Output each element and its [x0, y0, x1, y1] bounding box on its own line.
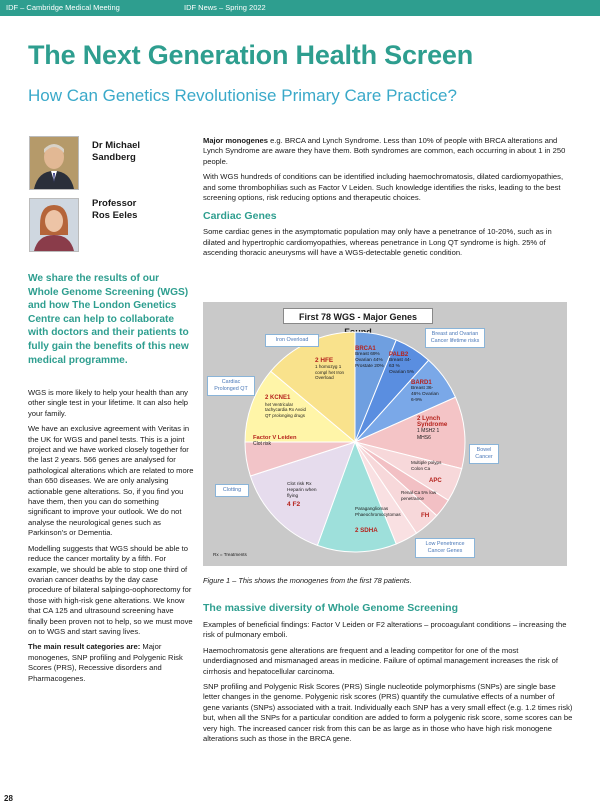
slice-label-f2: Clot risk Rx Heparin when flying 4 F2 — [287, 482, 317, 508]
figure-genes-chart: First 78 WGS - Major Genes Found BRCA1 B… — [203, 302, 567, 566]
slice-label-polyps: Multiple polyps Colon Ca — [411, 460, 442, 471]
cardiac-heading: Cardiac Genes — [203, 210, 277, 223]
page-title: The Next Generation Health Screen — [28, 40, 474, 70]
slice-label-kcne1: 2 KCNE1 het Ventricular tachycardia Rx A… — [265, 395, 306, 418]
diversity-paragraph: Examples of beneficial findings: Factor … — [203, 620, 567, 640]
callout-low-penetrance: Low Penetrence Cancer Genes — [415, 538, 475, 558]
diversity-paragraph: SNP profiling and Polygenic Risk Scores … — [203, 682, 573, 744]
header-left: IDF – Cambridge Medical Meeting — [6, 3, 120, 12]
diversity-heading: The massive diversity of Whole Genome Sc… — [203, 602, 458, 614]
left-paragraph: WGS is more likely to help your health t… — [28, 388, 188, 418]
figure-caption: Figure 1 – This shows the monogenes from… — [203, 576, 412, 585]
header-bar: IDF – Cambridge Medical Meeting IDF News… — [0, 0, 600, 16]
diversity-section: The massive diversity of Whole Genome Sc… — [203, 602, 573, 749]
wgs-conditions-paragraph: With WGS hundreds of conditions can be i… — [203, 172, 564, 203]
slice-label-brca1: BRCA1 Breast 69% Ovarian 44% Prostate 20… — [355, 346, 384, 369]
left-column: WGS is more likely to help your health t… — [28, 388, 194, 689]
slice-label-fh: FH — [421, 512, 430, 519]
callout-clotting: Clotting — [215, 484, 249, 497]
slice-label-renal: Renal Ca 5% low penetrance — [401, 490, 437, 501]
right-column-top: Major monogenes e.g. BRCA and Lynch Synd… — [203, 136, 573, 264]
page-subtitle: How Can Genetics Revolutionise Primary C… — [28, 86, 457, 105]
callout-bowel: Bowel Cancer — [469, 444, 499, 464]
slice-label-lynch: 2 Lynch Syndrome 1 MSH2 1 MHS6 — [417, 415, 448, 441]
callout-breast-ovarian: Breast and Ovarian Cancer lifetime risks — [425, 328, 485, 348]
pie-slice-kcne1 — [244, 370, 357, 443]
cardiac-paragraph: Some cardiac genes in the asymptomatic p… — [203, 227, 552, 258]
slice-label-factor-v: Factor V Leiden Clot risk — [253, 435, 297, 448]
pie-slice-sdha — [316, 440, 397, 553]
author-portrait-sandberg — [29, 136, 79, 190]
slice-label-hfe: 2 HFE 1 homozyg 1 compl het Iron Overloa… — [315, 357, 345, 381]
slice-label-palb2: PALB2 Breast 44-63 % Ovarian 5% — [389, 352, 415, 375]
intro-text: We share the results of our Whole Genome… — [28, 273, 189, 366]
slice-label-sdha: Paragangliomas Phaeochromocytomas 2 SDHA — [355, 506, 401, 534]
left-paragraph: Modelling suggests that WGS should be ab… — [28, 543, 193, 636]
page-number: 28 — [4, 794, 13, 803]
slice-label-apc: APC — [429, 478, 442, 484]
author-portrait-eeles — [29, 198, 79, 252]
left-paragraph: We have an exclusive agreement with Veri… — [28, 424, 194, 538]
pie-slice-lynch — [353, 396, 466, 470]
slice-label-bard1: BARD1 Breast 36-46% Ovarian 6-9% — [411, 380, 439, 403]
callout-cardiac: Cardiac Prolonged QT — [207, 376, 255, 396]
result-categories: The main result categories are: Major mo… — [28, 642, 183, 683]
chart-footnote: Rx = Treatments — [213, 552, 247, 557]
callout-iron-overload: Iron Overload — [265, 334, 319, 347]
header-right: IDF News – Spring 2022 — [184, 3, 266, 12]
author-name-sandberg: Dr Michael Sandberg — [92, 140, 141, 163]
pie-chart — [244, 331, 466, 553]
monogenes-paragraph: Major monogenes e.g. BRCA and Lynch Synd… — [203, 136, 566, 166]
diversity-paragraph: Haemochromatosis gene alterations are fr… — [203, 645, 558, 676]
author-name-eeles: Professor Ros Eeles — [92, 198, 138, 221]
